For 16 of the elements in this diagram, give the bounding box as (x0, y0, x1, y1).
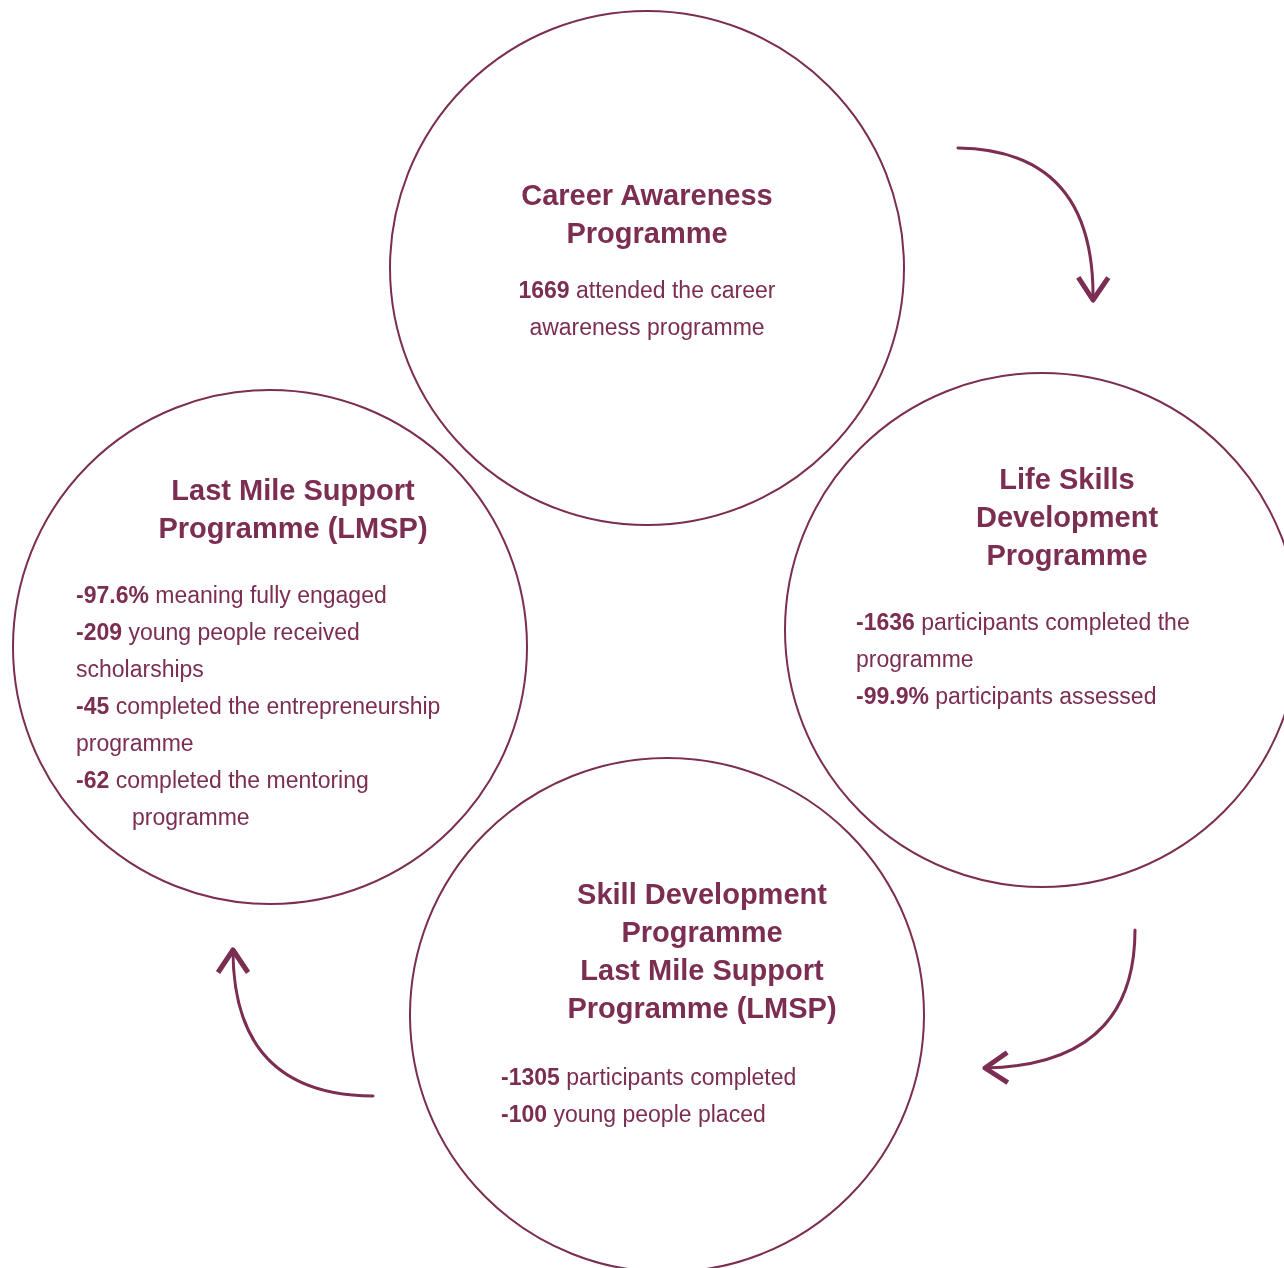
statistic-text: 1669 attended the career awareness programme (517, 276, 777, 342)
statistic-text: -62 completed the mentoring programme (76, 766, 370, 832)
programme-title: Life Skills Development Programme (974, 462, 1160, 573)
curved-arrow (216, 947, 375, 1098)
statistic-text: -1305 participants completed (501, 1063, 798, 1092)
program-circle (12, 389, 528, 905)
statistic-text: -100 young people placed (501, 1100, 767, 1129)
programme-title: Skill Development Programme (576, 877, 828, 950)
curved-arrow (982, 928, 1137, 1085)
statistic-text: -99.9% participants assessed (856, 682, 1158, 711)
curved-arrow (956, 146, 1110, 303)
programme-title: Last Mile Support Programme (LMSP) (157, 473, 429, 546)
program-circle (409, 757, 925, 1268)
statistic-text: -97.6% meaning fully engaged (76, 581, 388, 610)
programme-title: Last Mile Support Programme (LMSP) (566, 953, 838, 1026)
programme-title: Career Awareness Programme (520, 178, 774, 251)
